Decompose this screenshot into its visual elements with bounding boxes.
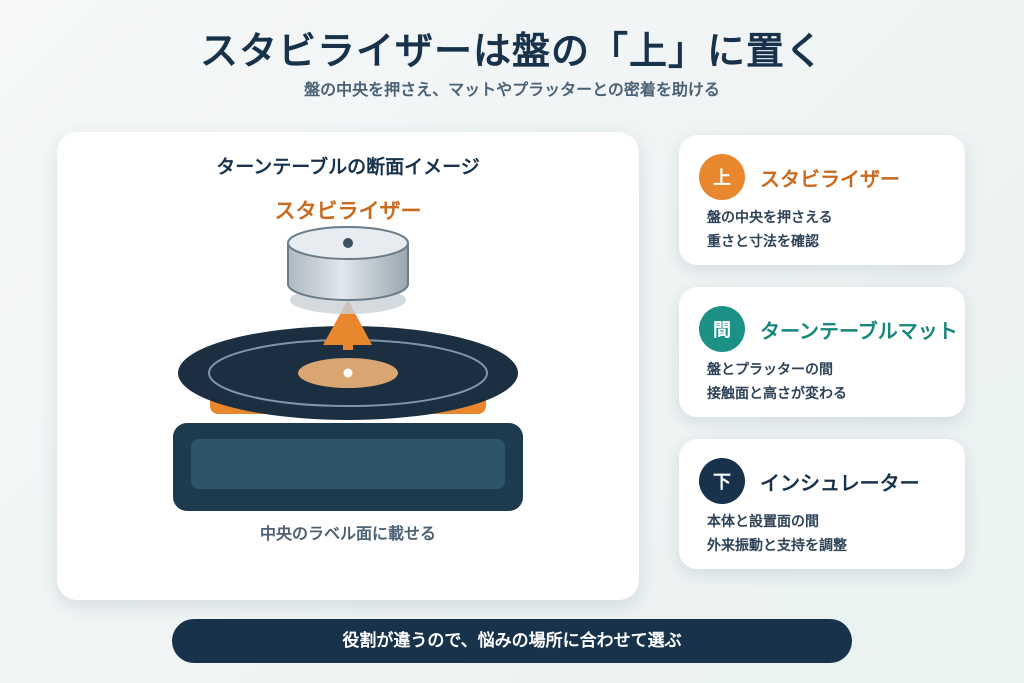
card-stabilizer: 上 スタビライザー 盤の中央を押さえる 重さと寸法を確認 (679, 135, 965, 265)
card-turntable-mat: 間 ターンテーブルマット 盤とプラッターの間 接触面と高さが変わる (679, 287, 965, 417)
badge-bottom: 下 (699, 458, 745, 504)
card-insulator: 下 インシュレーター 本体と設置面の間 外来振動と支持を調整 (679, 439, 965, 569)
badge-top: 上 (699, 154, 745, 200)
spindle-hole (343, 368, 353, 378)
card-line: 接触面と高さが変わる (707, 386, 847, 402)
card-title-insulator: インシュレーター (760, 471, 920, 495)
card-line: 重さと寸法を確認 (707, 234, 819, 250)
arrow-stem (343, 340, 353, 350)
diagram-title: ターンテーブルの断面イメージ (216, 156, 480, 178)
page-title: スタビライザーは盤の「上」に置く (199, 29, 824, 73)
summary-banner: 役割が違うので、悩みの場所に合わせて選ぶ (172, 619, 852, 663)
card-line: 外来振動と支持を調整 (707, 538, 847, 554)
badge-middle: 間 (699, 306, 745, 352)
turntable-base-panel (191, 439, 505, 489)
card-title-stabilizer: スタビライザー (760, 167, 900, 191)
page-subtitle: 盤の中央を押さえ、マットやプラッターとの密着を助ける (304, 80, 720, 99)
stabilizer-label: スタビライザー (274, 199, 422, 223)
card-title-turntable-mat: ターンテーブルマット (760, 319, 958, 343)
stabilizer-center-dot (343, 238, 353, 248)
arrow-up-icon (323, 300, 372, 345)
card-line: 盤の中央を押さえる (707, 210, 833, 226)
card-line: 盤とプラッターの間 (707, 362, 833, 378)
card-line: 本体と設置面の間 (707, 514, 819, 530)
diagram-caption: 中央のラベル面に載せる (259, 524, 436, 543)
